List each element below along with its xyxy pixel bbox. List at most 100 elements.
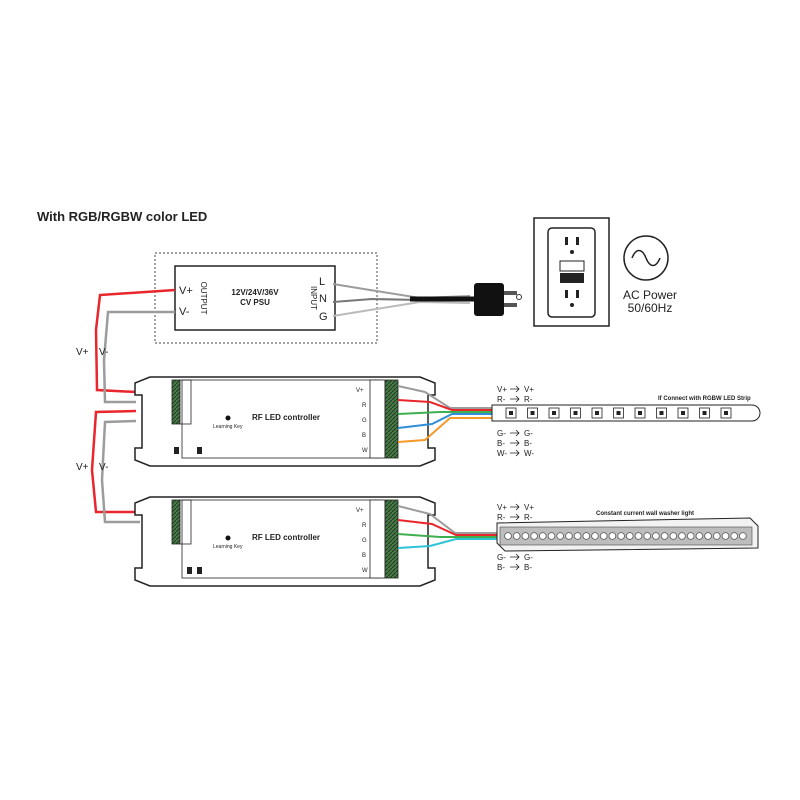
rf-controller-2: RF LED controller Learning Key [134,496,436,587]
washer-pin-g-from: G- [497,553,506,562]
led-chip-core [552,411,556,415]
led-chip-core [724,411,728,415]
ctl1-term-b: B [362,433,366,439]
outlet-slot-1 [565,237,568,245]
arrow-icon [510,439,520,447]
ctl2-wire-g [397,533,497,538]
psu-in-l: L [319,276,325,288]
rgbw-pin-r-to: R- [524,395,533,404]
ctl1-term-r: R [362,403,367,409]
plug-prong-top [504,291,517,295]
washer-led [521,532,530,540]
rgbw-pin-arrows [510,385,520,457]
controller-2-led-2 [197,567,202,574]
controller-1-output-screws [369,379,386,459]
psu-output-label: OUTPUT [199,282,208,315]
ctl2-wire-vplus [397,505,497,534]
arrow-icon [510,513,520,521]
arrow-icon [510,553,520,561]
washer-led [669,532,678,540]
controller-1-learning-key-label: Learning Key [213,424,243,430]
led-chip-core [681,411,685,415]
led-chip-core [530,411,535,415]
washer-led [547,532,556,540]
rgbw-led-strip [491,404,761,422]
ctl2-wire-b [397,538,497,549]
psu-input-label: INPUT [309,286,318,310]
ctl2-term-w: W [362,568,368,574]
washer-pin-r-to: R- [524,513,533,522]
controller-1-led-2 [197,447,202,454]
psu-name-line2: CV PSU [240,298,270,307]
washer-pin-map: V+ V+ R- R- G- G- B- B- [497,503,534,572]
washer-led [582,532,591,540]
link2-neg-label: V- [99,462,108,473]
link2-pos-label: V+ [76,462,89,473]
washer-led [538,532,547,540]
gfci-test-button [559,260,585,272]
led-chip-core [659,411,664,415]
link-neg-wire [100,419,140,524]
arrow-icon [510,449,520,457]
plug-pin [516,294,522,300]
washer-pin-vplus-from: V+ [497,503,507,512]
controller-2-output-screws [369,499,386,579]
ctl1-wire-w [397,417,492,443]
rgbw-pin-w-from: W- [497,449,507,458]
rgbw-pin-b-from: B- [497,439,505,448]
controller-1-output-terminal [384,379,399,459]
washer-led [660,532,669,540]
outlet-ground-2 [570,303,574,307]
link1-neg-label: V- [99,347,108,358]
controller-1-learning-key-button [225,415,231,421]
led-chip-core [616,411,621,415]
washer-pin-vplus-to: V+ [524,503,534,512]
washer-led [634,532,643,540]
diagram-title: With RGB/RGBW color LED [37,209,207,224]
link1-pos-label: V+ [76,347,89,358]
controller-2-output-terminal [384,499,399,579]
outlet-ground-1 [570,250,574,254]
rgbw-pin-vplus-from: V+ [497,385,507,394]
ctl1-wire-r [397,399,492,411]
controller-2-name: RF LED controller [252,533,320,542]
rgbw-pin-vplus-to: V+ [524,385,534,394]
washer-led [643,532,651,540]
rgbw-strip-caption: If Connect with RGBW LED Strip [658,396,751,402]
led-chip-core [702,411,707,415]
ctl2-term-g: G [362,538,367,544]
psu-out-neg-wire [102,310,175,404]
washer-led [652,532,660,540]
washer-led [678,532,686,540]
ctl2-term-vplus: V+ [356,508,364,514]
controller-1-input-terminal [171,379,181,425]
controller-1-housing [134,376,436,467]
arrow-icon [510,563,520,571]
outlet-slot-3 [565,290,568,298]
outlet-slot-4 [576,290,579,298]
ctl1-term-w: W [362,448,368,454]
power-plug [474,283,504,316]
washer-led [504,532,512,540]
controller-2-led-1 [187,567,192,574]
psu-input-wire-g [332,300,471,317]
washer-led [695,532,704,540]
psu-in-g: G [319,311,328,323]
washer-led [625,532,634,540]
psu-out-pos: V+ [179,285,193,297]
ac-power-line2: 50/60Hz [628,301,673,315]
outlet-slot-2 [576,237,579,245]
led-chip-core [509,411,513,415]
psu-out-neg: V- [179,306,190,318]
washer-led [530,532,538,540]
psu-name-line1: 12V/24V/36V [231,288,279,297]
ctl2-wire-r [397,519,497,536]
led-chip-core [595,411,599,415]
ctl1-wire-g [397,411,492,415]
gfci-reset-button [560,273,584,283]
ctl1-term-g: G [362,418,367,424]
washer-led [712,532,721,540]
led-chip-core [638,411,642,415]
washer-led [721,532,730,540]
